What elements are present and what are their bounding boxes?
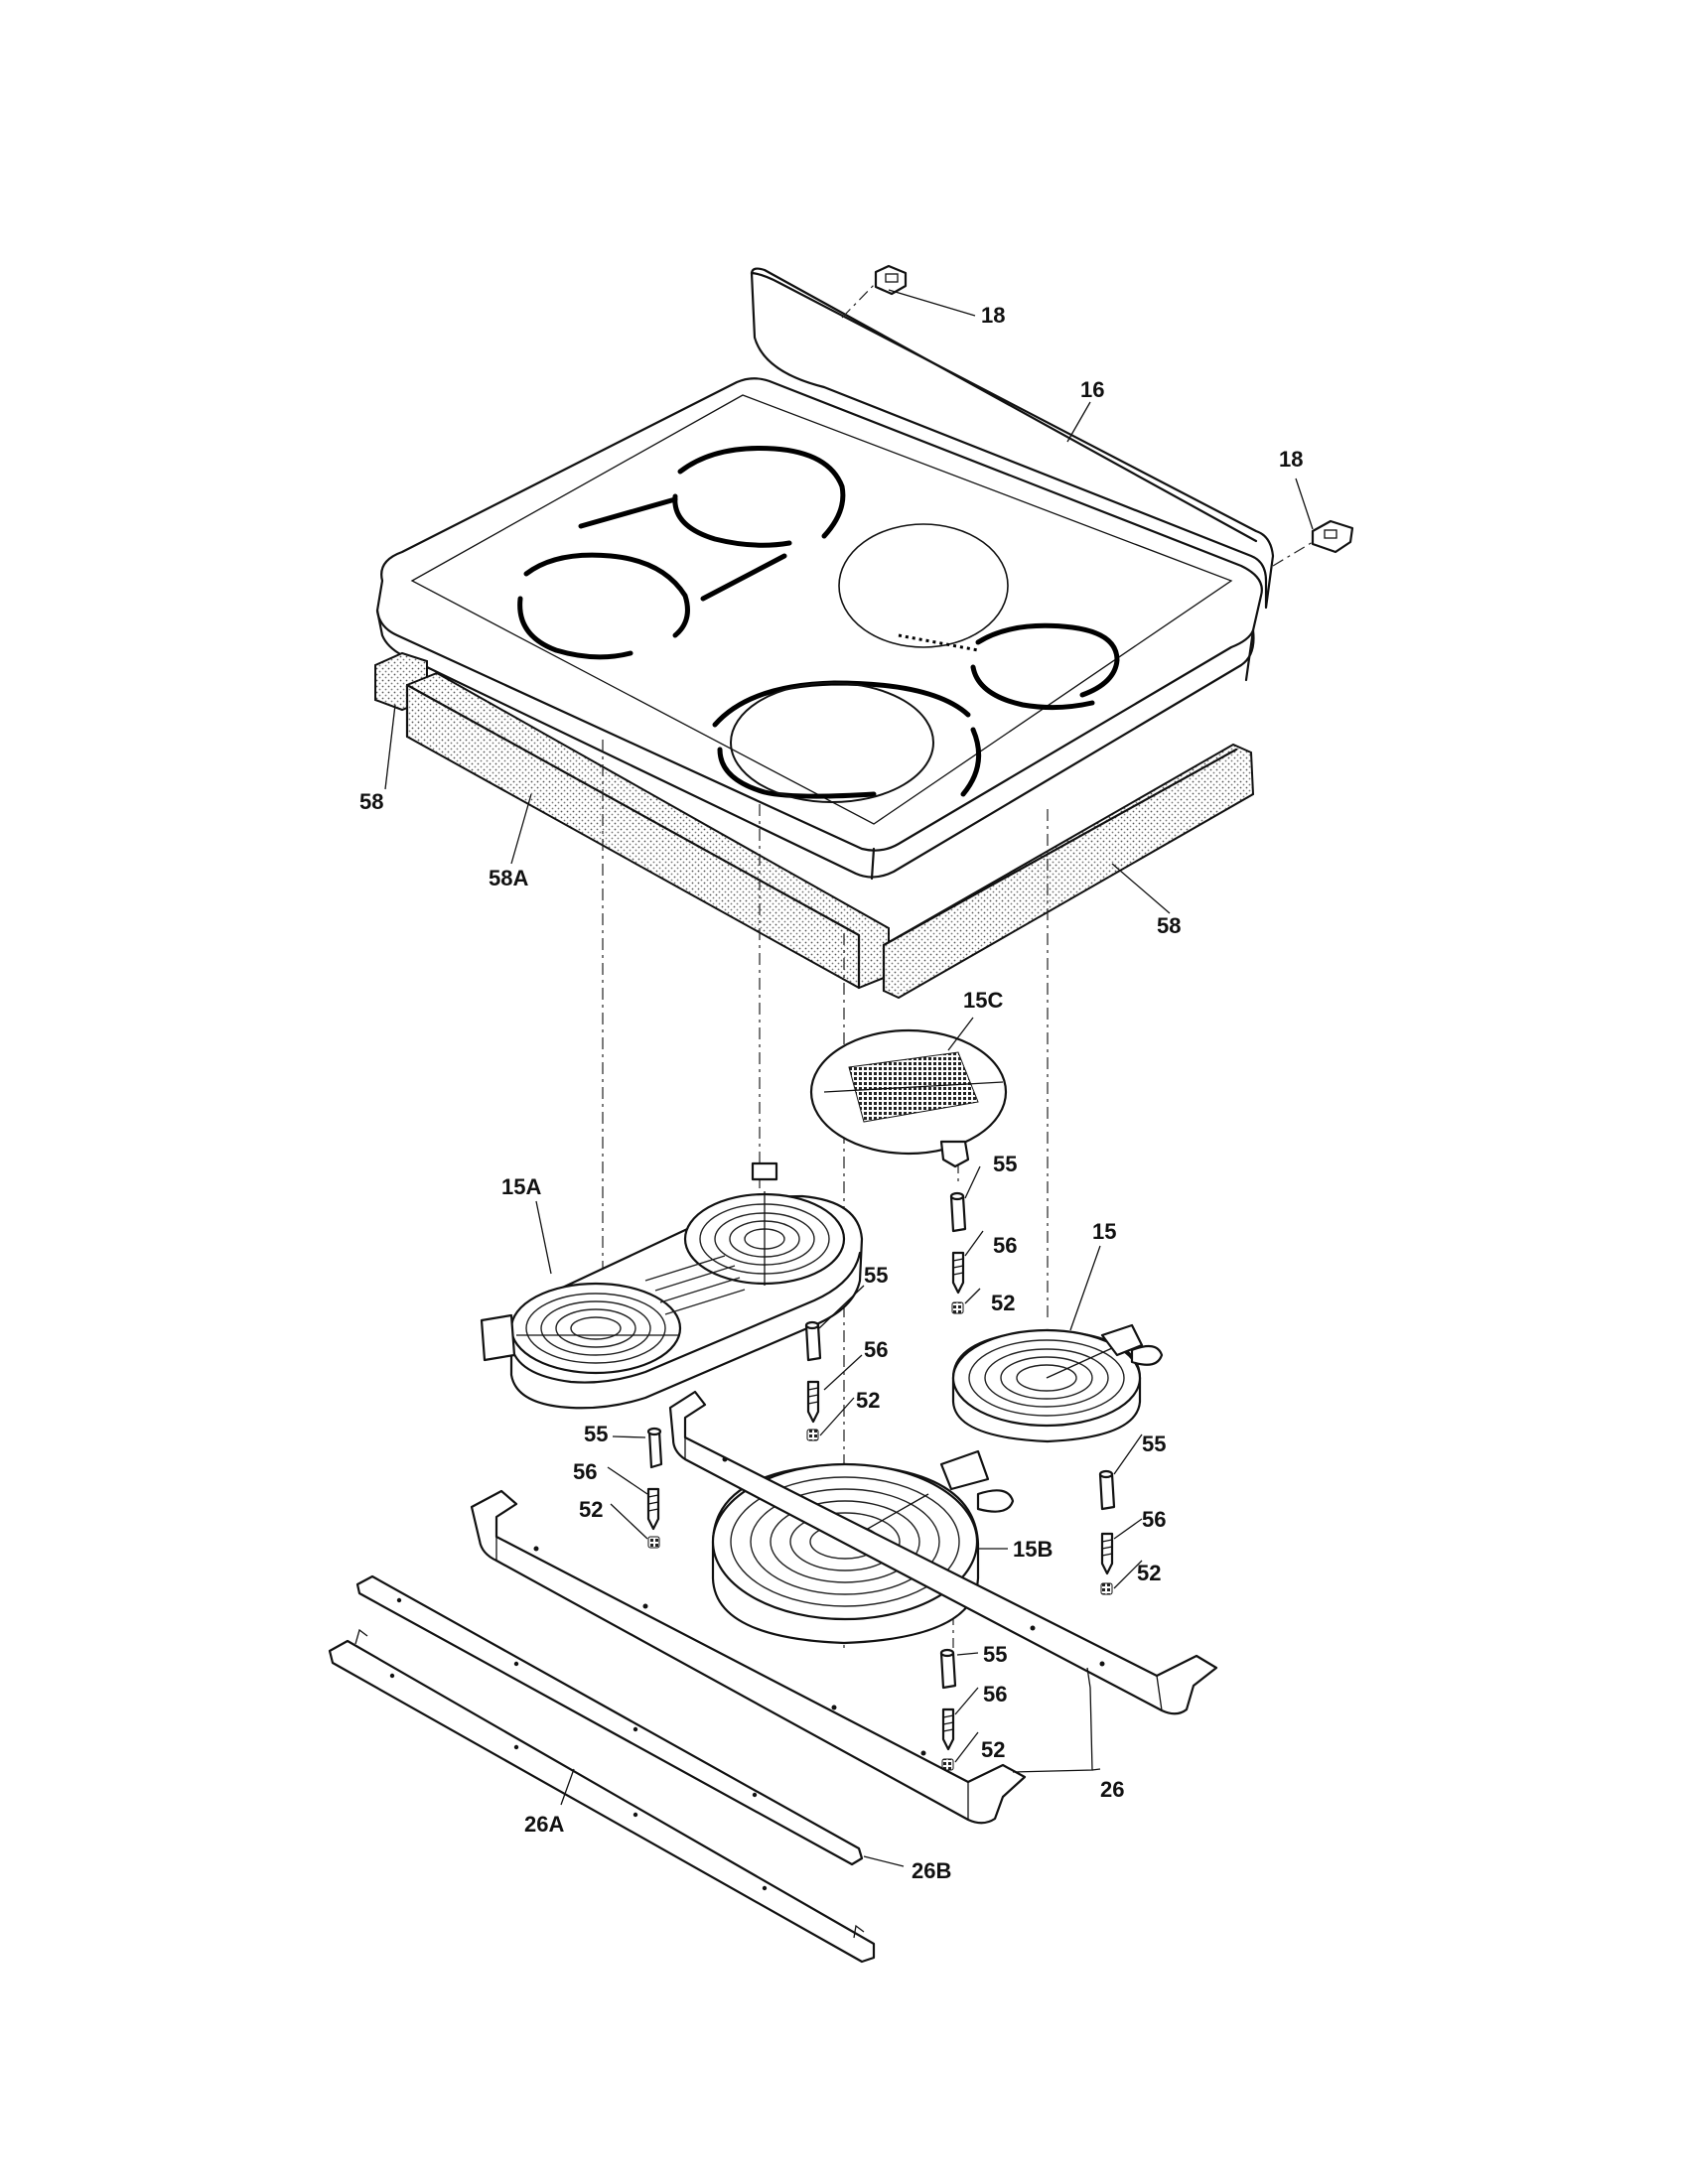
callout-56-a: 56	[573, 1459, 597, 1484]
support-rail-26B	[355, 1574, 864, 1866]
callout-26: 26	[1100, 1777, 1124, 1802]
cooktop-glass	[375, 267, 1275, 881]
callout-55-d: 55	[1142, 1432, 1166, 1456]
heating-element-15C	[809, 1028, 1008, 1168]
callout-18-top: 18	[981, 303, 1005, 328]
callout-15C: 15C	[963, 988, 1003, 1013]
callout-58-right: 58	[1157, 913, 1181, 938]
fastener-set-a	[646, 1427, 663, 1549]
callout-52-b: 52	[856, 1388, 880, 1413]
callout-52-c: 52	[991, 1291, 1015, 1315]
callout-56-d: 56	[1142, 1507, 1166, 1532]
callout-55-a: 55	[584, 1422, 608, 1446]
callout-55-b: 55	[864, 1263, 888, 1288]
callout-16: 16	[1080, 377, 1104, 402]
callout-56-b: 56	[864, 1337, 888, 1362]
callout-15A: 15A	[501, 1174, 541, 1199]
callout-26A: 26A	[524, 1812, 564, 1837]
callout-55-c: 55	[993, 1152, 1017, 1176]
heating-element-15A	[480, 1161, 864, 1410]
support-rail-back	[668, 1390, 1218, 1715]
callout-58A: 58A	[489, 866, 528, 890]
leader-lines	[384, 289, 1314, 1867]
fastener-set-b	[804, 1320, 822, 1441]
callout-52-d: 52	[1137, 1561, 1161, 1585]
callout-56-c: 56	[993, 1233, 1017, 1258]
callout-26B: 26B	[912, 1858, 951, 1883]
callout-52-a: 52	[579, 1497, 603, 1522]
fastener-set-d	[1098, 1469, 1116, 1595]
callout-52-e: 52	[981, 1737, 1005, 1762]
heating-element-15	[951, 1323, 1164, 1443]
support-rail-26A	[328, 1628, 876, 1964]
callout-15B: 15B	[1013, 1537, 1053, 1562]
callout-55-e: 55	[983, 1642, 1007, 1667]
callout-18-right: 18	[1279, 447, 1303, 472]
bracket-right	[1272, 519, 1354, 567]
callout-58-left: 58	[359, 789, 383, 814]
bracket-top	[841, 264, 908, 319]
support-rail-front	[470, 1489, 1027, 1825]
fastener-set-e	[939, 1648, 957, 1771]
fastener-set-c	[949, 1191, 967, 1314]
callout-56-e: 56	[983, 1682, 1007, 1706]
callout-15: 15	[1092, 1219, 1116, 1244]
callout-labels: 18 16 18 58 58A 58 15C 15A 15 15B 55 56 …	[359, 303, 1303, 1883]
foam-strip-right	[882, 743, 1255, 1000]
